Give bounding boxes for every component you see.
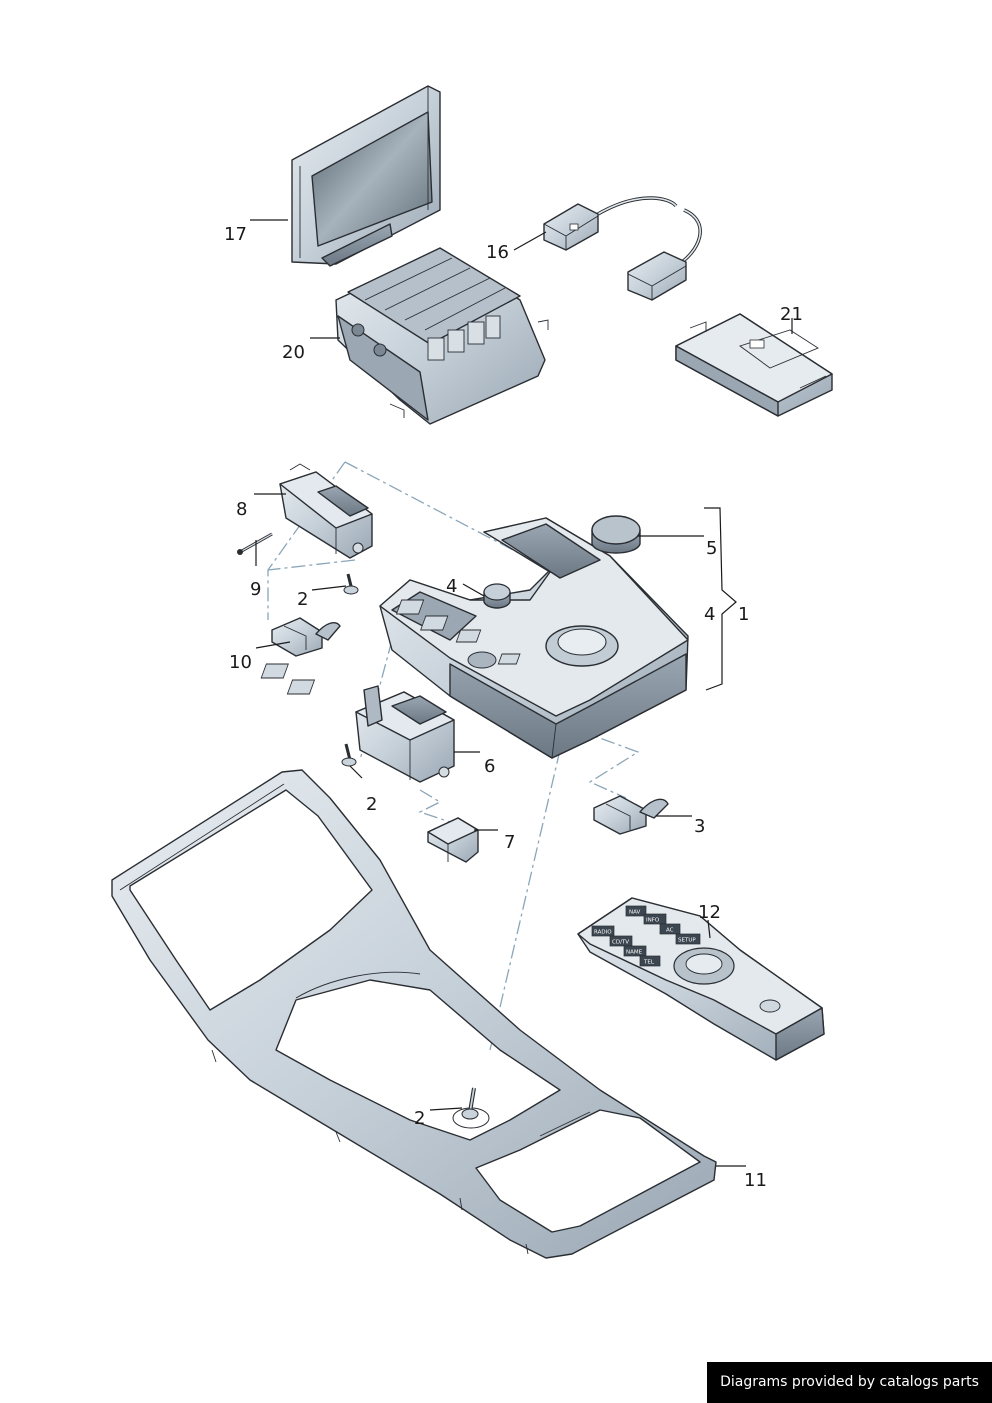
callout-12: 12 (698, 902, 721, 923)
callout-20: 20 (282, 342, 305, 363)
callout-2-upper: 2 (297, 589, 308, 610)
clip-part-10 (271, 617, 341, 657)
remote-control-part-12: RADIO CD/TV NAME TEL NAV INFO AC SETUP (577, 897, 825, 1061)
remote-button-label: INFO (646, 918, 660, 924)
remote-button-label: RADIO (594, 930, 612, 936)
callout-3: 3 (694, 816, 705, 837)
remote-button-label: NAME (626, 950, 643, 956)
remote-button-label: NAV (629, 910, 641, 916)
control-panel-part-1 (260, 517, 689, 759)
credit-banner: Diagrams provided by catalogs parts (707, 1362, 992, 1403)
remote-button-labels: RADIO CD/TV NAME TEL NAV INFO AC SETUP (591, 905, 701, 967)
module-box-part-21 (675, 313, 833, 417)
callout-7: 7 (504, 832, 515, 853)
control-unit-housing-part-20 (335, 247, 549, 425)
cover-block-part-7 (427, 817, 479, 863)
screw-part-2-upper (343, 573, 359, 595)
screw-part-2-middle (341, 743, 357, 767)
display-screen-part-17 (291, 85, 441, 267)
callout-8: 8 (236, 499, 247, 520)
remote-button-label: CD/TV (612, 940, 629, 946)
callout-4-cap: 4 (446, 576, 457, 597)
callout-5: 5 (706, 538, 717, 559)
screw-part-2-lower (452, 1087, 490, 1129)
callout-1: 1 (738, 604, 749, 625)
trim-panel-part-11 (111, 769, 717, 1259)
callout-16: 16 (486, 242, 509, 263)
knob-part-5 (591, 515, 641, 554)
switch-unit-part-6 (355, 685, 455, 783)
remote-button-label: SETUP (678, 938, 696, 944)
callout-9: 9 (250, 579, 261, 600)
remote-button-label: AC (666, 928, 674, 934)
callout-4-panel: 4 (704, 604, 715, 625)
cable-harness-part-16 (543, 196, 702, 301)
callout-labels: 17 16 20 21 8 9 2 10 4 5 4 1 6 2 7 3 12 … (224, 224, 803, 1191)
callout-11: 11 (744, 1170, 767, 1191)
callout-21: 21 (780, 304, 803, 325)
callout-2-middle: 2 (366, 794, 377, 815)
button-cap-part-4 (483, 583, 511, 609)
remote-button-label: TEL (643, 960, 655, 966)
callout-2-lower: 2 (414, 1108, 425, 1129)
callout-6: 6 (484, 756, 495, 777)
callout-17: 17 (224, 224, 247, 245)
switch-module-part-8 (279, 463, 373, 559)
pin-part-9 (237, 532, 273, 555)
callout-leader-lines (250, 219, 793, 1167)
clip-part-3 (593, 795, 669, 835)
callout-10: 10 (229, 652, 252, 673)
